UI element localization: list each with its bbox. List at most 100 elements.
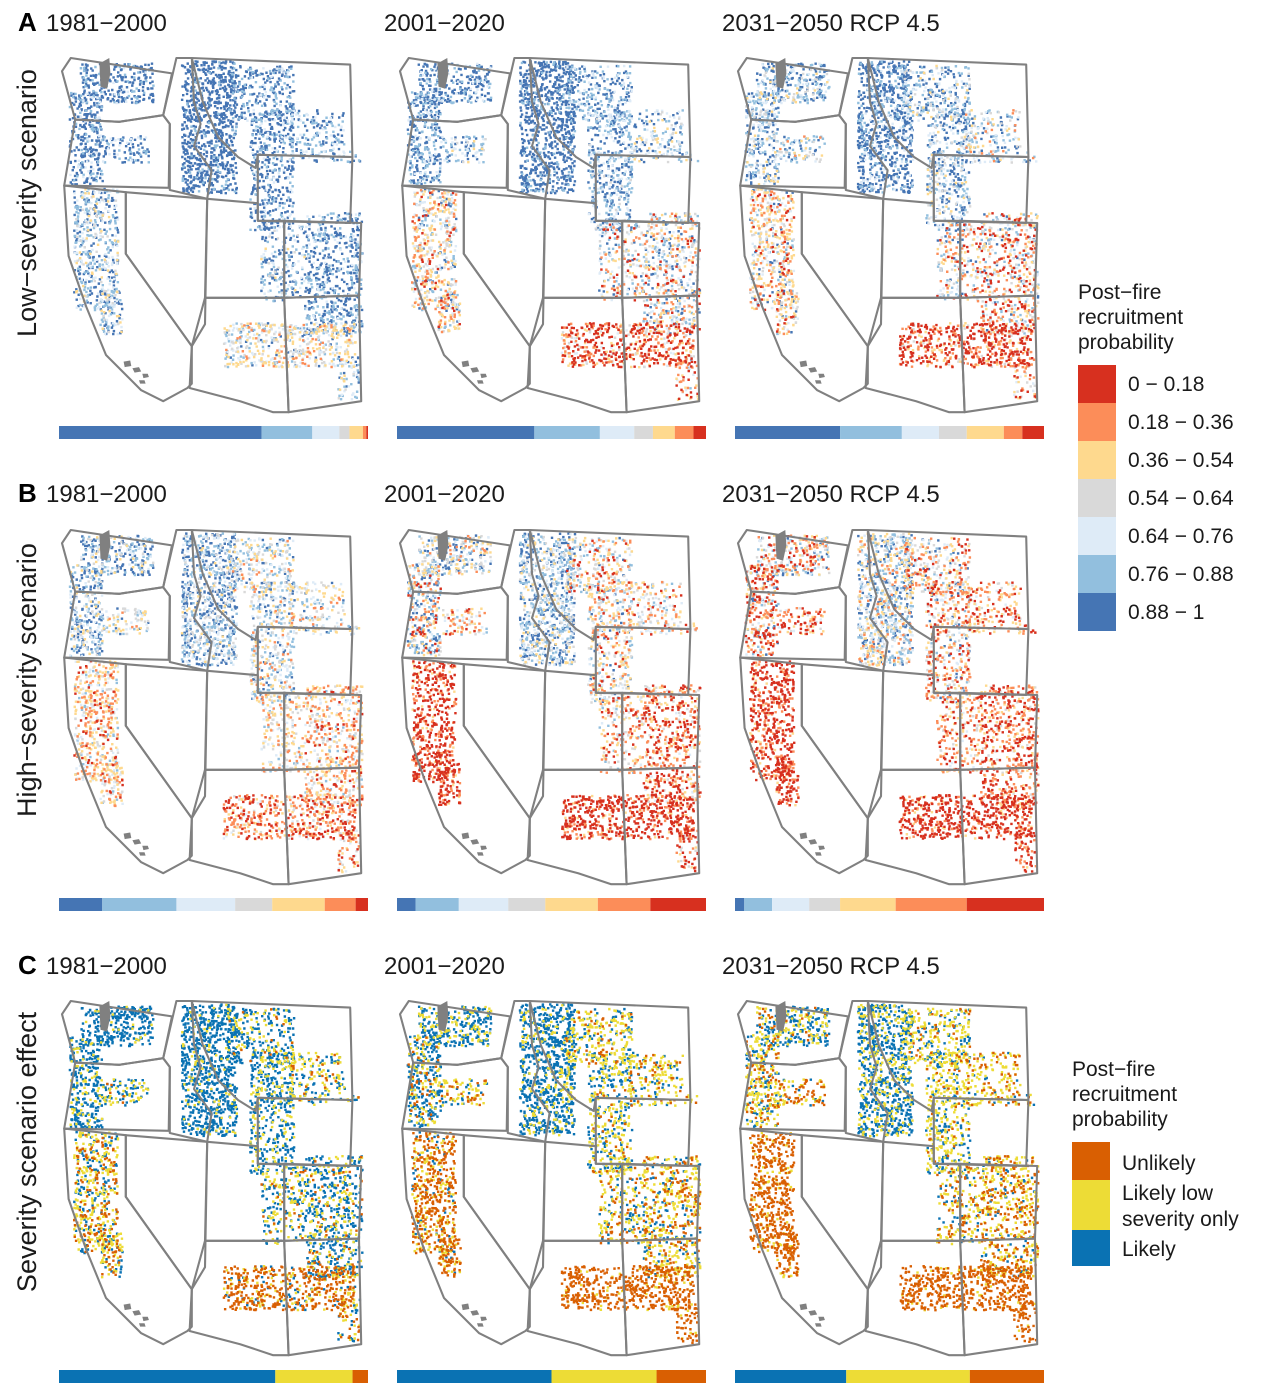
- forest-cells-class-5: [746, 64, 1040, 400]
- legend-effect-label-2-2: severity only: [1122, 1208, 1239, 1231]
- legend-effect-swatch-3: [1072, 1230, 1110, 1266]
- forest-cells-class-6: [749, 109, 1040, 396]
- forest-cells-class-3: [68, 63, 363, 401]
- legend-prob-swatch-2: [1078, 403, 1116, 441]
- bar-segment-b-2-4: [508, 898, 546, 911]
- forest-cells-class-7: [407, 539, 702, 873]
- bar-segment-b-2-6: [597, 898, 651, 911]
- forest-cells-class-1: [68, 60, 364, 388]
- forest-cells-class-6: [745, 534, 1040, 869]
- bar-segment-b-2-1: [397, 898, 416, 911]
- map-a-3: [736, 56, 1040, 414]
- bar-segment-a-2-4: [634, 426, 653, 439]
- bar-segment-c-2-1: [397, 1370, 552, 1383]
- bar-segment-b-2-3: [458, 898, 509, 911]
- map-b-2: [398, 528, 702, 886]
- bar-segment-c-3-3: [969, 1370, 1044, 1383]
- coast-islands: [99, 530, 149, 856]
- bar-segment-b-3-3: [772, 898, 810, 911]
- bar-segment-c-1-2: [275, 1370, 353, 1383]
- bar-segment-b-1-7: [355, 898, 368, 911]
- bar-segment-c-2-2: [551, 1370, 657, 1383]
- map-a-1: [60, 56, 364, 414]
- bar-segment-b-3-1: [735, 898, 745, 911]
- bar-segment-b-1-3: [176, 898, 236, 911]
- forest-cells-class-1: [406, 60, 702, 336]
- forest-cells-class-1: [69, 532, 354, 703]
- bar-segment-c-2-3: [656, 1370, 706, 1383]
- legend-prob-title-line-3: probability: [1078, 331, 1174, 354]
- forest-cells-class-1: [68, 1003, 364, 1343]
- title-c-2031-2050: 2031−2050 RCP 4.5: [722, 953, 940, 980]
- forest-cells-class-7: [411, 191, 701, 400]
- bar-segment-b-3-4: [809, 898, 841, 911]
- bar-segment-b-1-6: [324, 898, 356, 911]
- legend-prob-label-6: 0.76 − 0.88: [1128, 563, 1234, 586]
- bar-segment-a-1-1: [59, 426, 262, 439]
- legend-prob-swatch-5: [1078, 517, 1116, 555]
- coast-islands: [99, 1001, 149, 1327]
- bar-segment-b-1-2: [102, 898, 177, 911]
- legend-prob-swatch-6: [1078, 555, 1116, 593]
- forest-cells-class-6: [411, 189, 699, 399]
- bar-segment-a-2-7: [693, 426, 706, 439]
- bar-segment-b-1-5: [272, 898, 325, 911]
- panel-letter-b: B: [18, 478, 37, 508]
- forest-cells-class-3: [406, 62, 701, 392]
- legend-prob-label-5: 0.64 − 0.76: [1128, 525, 1234, 548]
- bar-segment-a-1-5: [349, 426, 363, 439]
- map-b-1: [60, 528, 364, 886]
- bar-segment-a-3-2: [840, 426, 902, 439]
- legend-effect-swatch-1: [1072, 1142, 1110, 1180]
- bar-segment-a-1-2: [261, 426, 313, 439]
- forest-cells-class-3: [407, 1010, 702, 1345]
- legend-prob-label-3: 0.36 − 0.54: [1128, 449, 1234, 472]
- map-c-3: [736, 999, 1040, 1357]
- forest-cells-class-5: [69, 535, 364, 874]
- bar-segment-c-1-3: [352, 1370, 368, 1383]
- bar-segment-b-3-7: [966, 898, 1044, 911]
- forest-cells-class-3: [69, 532, 363, 873]
- legend-prob-swatch-7: [1078, 593, 1116, 631]
- bar-segment-a-3-5: [966, 426, 1004, 439]
- legend-effect-label-2-1: Likely low: [1122, 1182, 1214, 1205]
- legend-prob-swatch-3: [1078, 441, 1116, 479]
- title-c-1981-2000: 1981−2000: [46, 953, 167, 980]
- bar-segment-a-3-6: [1003, 426, 1023, 439]
- map-c-1: [60, 999, 364, 1357]
- bar-segment-c-3-2: [846, 1370, 970, 1383]
- bar-segment-a-2-2: [534, 426, 600, 439]
- legend-effect-label-1-1: Unlikely: [1122, 1152, 1196, 1175]
- legend-prob-label-7: 0.88 − 1: [1128, 601, 1204, 624]
- map-c-2: [398, 999, 702, 1357]
- bar-segment-a-1-7: [366, 426, 368, 439]
- title-b-1981-2000: 1981−2000: [46, 481, 167, 508]
- forest-cells-class-2: [69, 1003, 364, 1342]
- title-b-2031-2050: 2031−2050 RCP 4.5: [722, 481, 940, 508]
- coast-islands: [775, 530, 825, 856]
- title-c-2001-2020: 2001−2020: [384, 953, 505, 980]
- bar-segment-b-2-7: [650, 898, 706, 911]
- bar-segment-a-1-6: [362, 426, 367, 439]
- distribution-bars: [59, 426, 1044, 1383]
- forest-cells-class-3: [745, 1006, 1040, 1343]
- bar-segment-b-2-5: [545, 898, 598, 911]
- bar-segment-a-3-3: [901, 426, 939, 439]
- legend-effect-title-line-1: Post−fire: [1072, 1058, 1155, 1081]
- forest-cells-class-2: [406, 534, 674, 774]
- legend-prob-title-line-2: recruitment: [1078, 306, 1183, 329]
- legend-prob-swatch-4: [1078, 479, 1116, 517]
- bar-segment-c-3-1: [735, 1370, 847, 1383]
- forest-cells-class-3: [745, 534, 1015, 772]
- legend-effect-title-line-2: recruitment: [1072, 1083, 1177, 1106]
- forest-cells-class-2: [745, 1003, 1040, 1332]
- forest-cells-class-2: [408, 1004, 702, 1340]
- forest-cells-class-5: [407, 536, 701, 869]
- legend-prob-label-1: 0 − 0.18: [1128, 373, 1204, 396]
- coast-islands: [437, 530, 487, 856]
- bar-segment-a-1-3: [312, 426, 340, 439]
- bar-segment-b-1-4: [235, 898, 273, 911]
- panel-letter-a: A: [18, 7, 37, 37]
- legend-effect-label-3-1: Likely: [1122, 1238, 1176, 1261]
